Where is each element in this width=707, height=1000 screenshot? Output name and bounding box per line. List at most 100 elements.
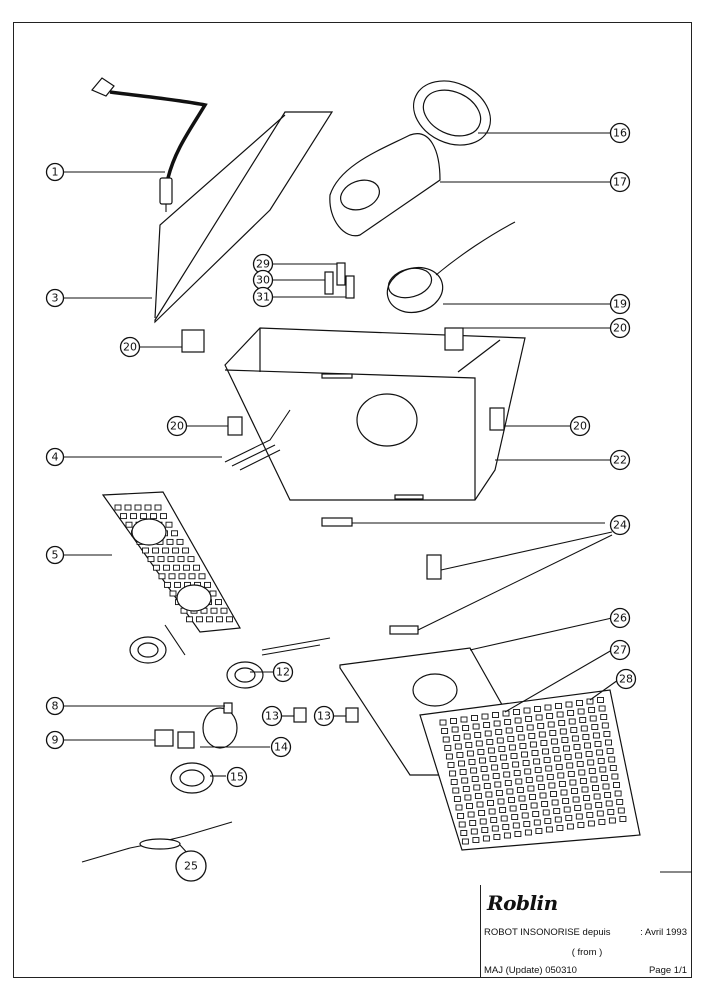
grille-hole xyxy=(559,728,567,735)
grille-hole xyxy=(533,758,541,765)
part-socket-left xyxy=(129,624,186,664)
callout-20-side: 20 xyxy=(569,415,591,437)
grille-hole xyxy=(546,713,554,719)
grille-hole xyxy=(576,761,584,767)
grille-hole xyxy=(561,737,569,743)
plate-hole xyxy=(210,607,218,614)
plate-hole xyxy=(186,616,193,623)
part-fan-19 xyxy=(386,221,516,314)
grille-hole xyxy=(462,786,470,792)
svg-text:13: 13 xyxy=(265,710,279,723)
callout-27: 27 xyxy=(609,639,631,661)
grille-hole xyxy=(465,742,473,748)
part-clip-24b xyxy=(426,554,442,580)
grille-hole xyxy=(513,770,521,776)
plate-hole xyxy=(157,556,165,563)
callout-17: 17 xyxy=(609,171,631,193)
grille-hole xyxy=(588,768,596,774)
grille-hole xyxy=(481,827,489,833)
grille-hole xyxy=(508,744,516,751)
grille-hole xyxy=(594,741,602,747)
grille-hole xyxy=(582,734,590,740)
grille-hole xyxy=(562,798,570,804)
part-bracket-20c xyxy=(227,416,243,436)
grille-hole xyxy=(498,746,506,752)
plate-hole xyxy=(198,573,206,580)
grille-hole xyxy=(495,729,503,735)
grille-hole xyxy=(597,758,605,764)
grille-hole xyxy=(576,700,583,706)
grille-hole xyxy=(609,765,617,771)
grille-hole xyxy=(518,795,526,802)
plate-hole xyxy=(169,590,177,597)
grille-hole xyxy=(454,743,462,750)
grille-hole xyxy=(566,823,574,830)
grille-hole xyxy=(479,818,487,825)
grille-hole xyxy=(547,721,555,728)
svg-text:14: 14 xyxy=(274,741,288,754)
grille-hole xyxy=(579,778,587,784)
part-perforated-plate xyxy=(101,491,241,633)
grille-hole xyxy=(598,705,606,712)
grille-hole xyxy=(464,794,472,801)
plate-hole xyxy=(134,504,142,511)
callout-13a: 13 xyxy=(261,705,283,727)
part-ring-16 xyxy=(412,80,492,146)
grille-hole xyxy=(472,837,480,843)
grille-hole xyxy=(545,765,553,772)
callout-3: 3 xyxy=(45,288,65,308)
grille-hole xyxy=(494,781,502,788)
grille-hole xyxy=(534,767,542,773)
callout-15: 15 xyxy=(226,766,248,788)
callout-30: 30 xyxy=(252,269,274,291)
grille-hole xyxy=(600,714,608,720)
grille-hole xyxy=(584,742,591,749)
part-capacitors xyxy=(324,262,355,299)
callout-20-left: 20 xyxy=(119,336,141,358)
grille-hole xyxy=(591,724,599,730)
grille-hole xyxy=(578,769,586,776)
callout-9: 9 xyxy=(45,730,65,750)
grille-hole xyxy=(442,736,450,743)
grille-hole xyxy=(537,723,545,729)
grille-hole xyxy=(521,751,528,758)
svg-text:29: 29 xyxy=(256,258,270,271)
grille-hole xyxy=(493,834,501,840)
grille-hole xyxy=(613,782,620,788)
svg-text:30: 30 xyxy=(256,274,270,287)
grille-hole xyxy=(439,719,447,726)
grille-hole xyxy=(602,783,610,790)
grille-hole xyxy=(453,735,461,741)
grille-hole xyxy=(452,787,460,794)
grille-hole xyxy=(502,824,510,830)
grille-hole xyxy=(492,712,499,718)
grille-hole xyxy=(535,828,543,834)
update-label: MAJ (Update) 050310 xyxy=(484,965,577,976)
grille-hole xyxy=(603,731,611,737)
grille-hole xyxy=(474,793,482,799)
plate-hole xyxy=(193,564,200,571)
grille-hole xyxy=(541,801,549,807)
plate-hole xyxy=(158,573,166,580)
grille-hole xyxy=(568,718,576,725)
svg-text:15: 15 xyxy=(230,771,244,784)
svg-text:12: 12 xyxy=(276,666,290,679)
model-name: ROBOT INSONORISE depuis xyxy=(484,927,611,938)
part-connector-9b xyxy=(177,731,195,749)
grille-hole xyxy=(447,762,455,768)
grille-hole xyxy=(503,832,511,839)
grille-hole xyxy=(573,744,581,750)
drawing-frame xyxy=(13,22,692,978)
grille-hole xyxy=(564,754,572,760)
plate-hole xyxy=(174,581,181,588)
grille-hole xyxy=(478,810,486,816)
svg-text:26: 26 xyxy=(613,612,627,625)
grille-hole xyxy=(495,790,503,796)
part-bulb-8 xyxy=(202,702,238,749)
grille-hole xyxy=(608,817,616,824)
grille-hole xyxy=(575,813,583,820)
plate-hole xyxy=(196,616,203,623)
svg-text:24: 24 xyxy=(613,519,627,532)
grille-hole xyxy=(470,828,478,835)
grille-hole xyxy=(545,826,553,833)
